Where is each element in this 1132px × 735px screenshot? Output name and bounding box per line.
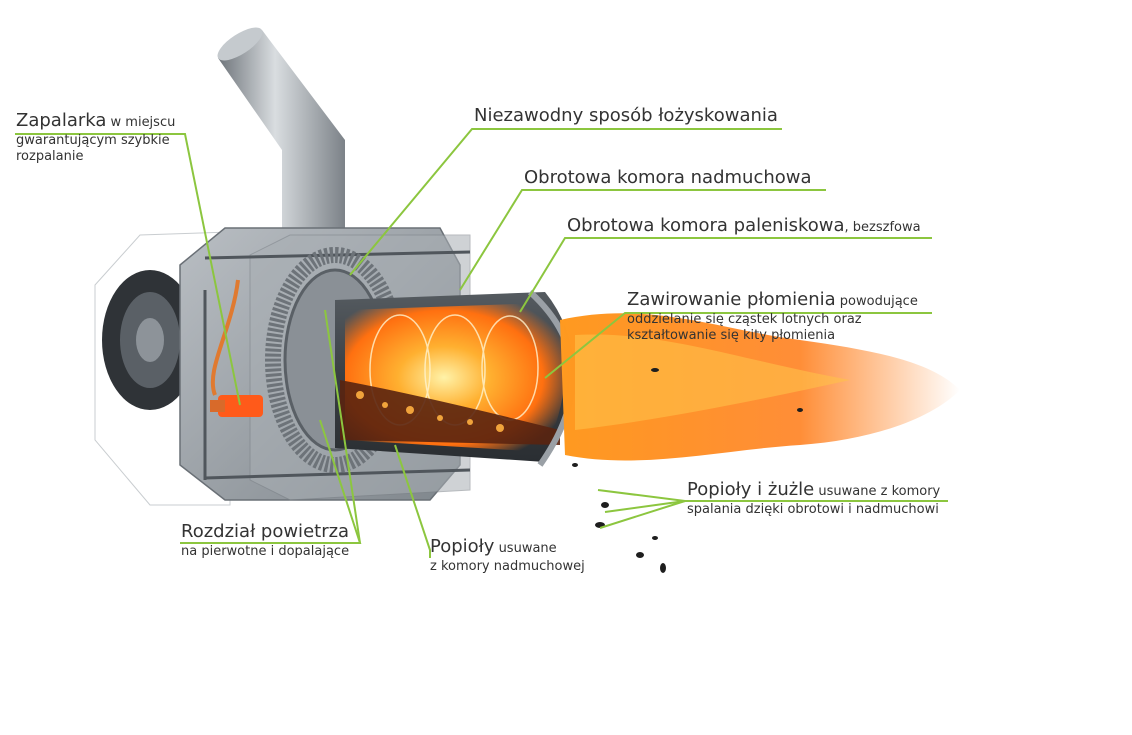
igniter-element xyxy=(218,395,263,417)
label-air-split: Rozdział powietrza na pierwotne i dopala… xyxy=(181,521,350,559)
fuel-inlet-pipe xyxy=(218,30,345,235)
leader-lines xyxy=(15,128,948,558)
label-ash-slag: Popioły i żużle usuwane z komory spalani… xyxy=(687,479,941,517)
pellet-bed xyxy=(340,380,560,445)
ash-particles xyxy=(572,368,803,573)
label-bearing: Niezawodny sposób łożyskowania xyxy=(474,105,778,126)
label-igniter: Zapalarka w miejscu gwarantującym szybki… xyxy=(16,110,176,164)
label-blow-chamber: Obrotowa komora nadmuchowa xyxy=(524,167,812,188)
rear-housing-outline xyxy=(94,231,231,506)
label-combustion-chamber: Obrotowa komora paleniskowa, bezszfowa xyxy=(567,215,921,236)
label-ash-blow-chamber: Popioły usuwane z komory nadmuchowej xyxy=(430,536,585,574)
label-flame-swirl: Zawirowanie płomienia powodujące oddziel… xyxy=(627,289,918,343)
